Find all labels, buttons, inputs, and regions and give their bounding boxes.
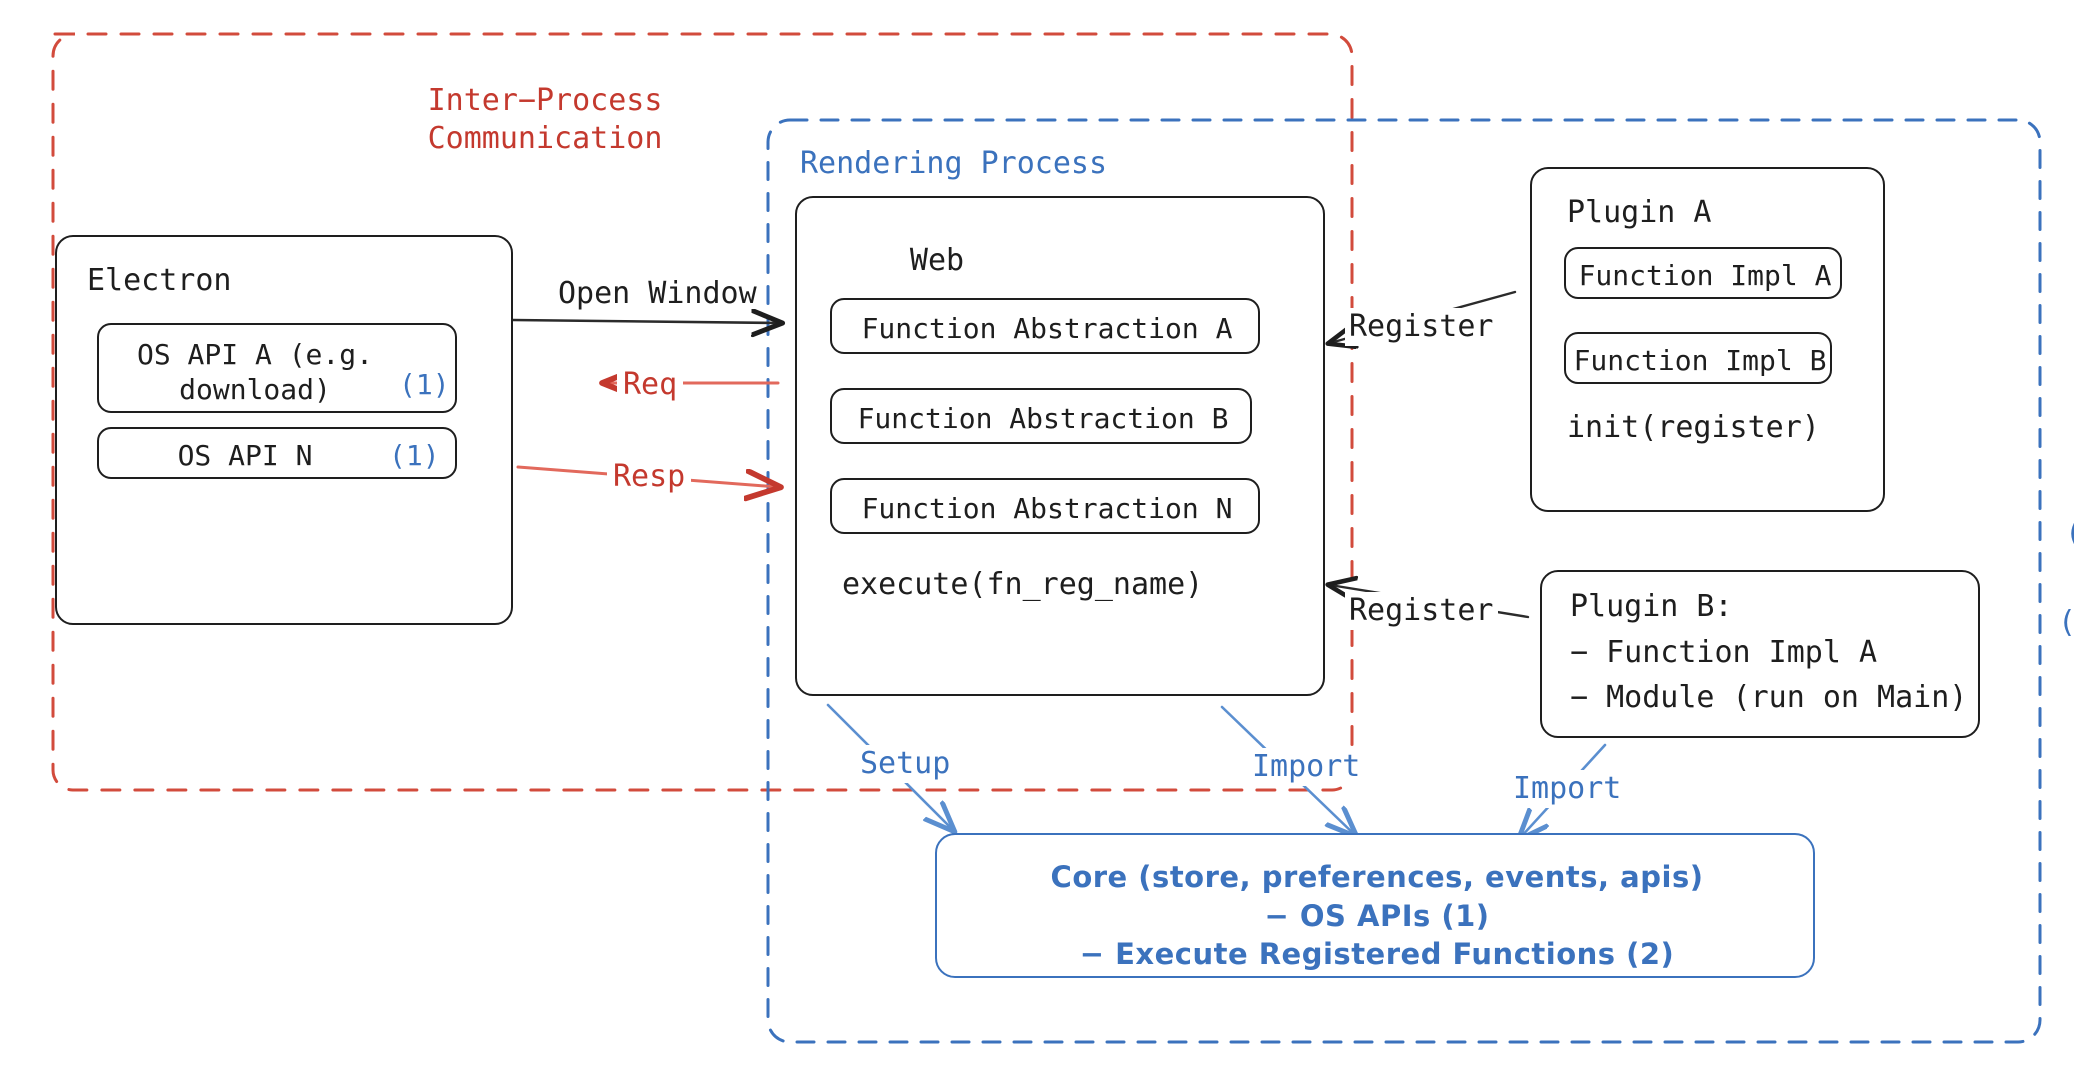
renderer-region-label: Rendering Process <box>800 146 1108 181</box>
electron-box[interactable]: Electron OS API A (e.g. download) (1) OS… <box>55 235 513 625</box>
plugin-a-box[interactable]: Plugin A Function Impl A Function Impl B… <box>1530 167 1885 512</box>
function-impl-b-label: Function Impl B <box>1573 344 1827 377</box>
web-execute-label: execute(fn_reg_name) <box>842 567 1204 602</box>
function-abstraction-a-badge: (2) <box>2065 515 2074 553</box>
function-abstraction-b-label: Function Abstraction B <box>857 402 1229 435</box>
edge-label-register-b: Register <box>1345 592 1498 630</box>
function-impl-b-box[interactable]: Function Impl B <box>1564 332 1832 384</box>
plugin-b-item-function-impl-a: − Function Impl A <box>1570 635 1878 670</box>
plugin-a-init-label: init(register) <box>1567 410 1820 445</box>
function-impl-a-box[interactable]: Function Impl A <box>1564 247 1842 299</box>
os-api-n-badge: (1) <box>389 439 440 472</box>
os-api-a-label: OS API A (e.g. download) <box>136 338 373 407</box>
edge-label-import-web: Import <box>1247 748 1366 786</box>
os-api-n-box[interactable]: OS API N (1) <box>97 427 457 479</box>
edge-label-import-plugin: Import <box>1508 770 1627 808</box>
function-abstraction-a-box[interactable]: Function Abstraction A <box>830 298 1260 354</box>
edge-label-resp: Resp <box>607 458 692 496</box>
function-abstraction-n-box[interactable]: Function Abstraction N <box>830 478 1260 534</box>
web-title: Web <box>909 243 965 278</box>
plugin-b-item-module: − Module (run on Main) <box>1570 680 1968 715</box>
function-abstraction-b-box[interactable]: Function Abstraction B <box>830 388 1252 444</box>
plugin-a-title: Plugin A <box>1567 195 1712 230</box>
ipc-region-label: Inter−Process Communication <box>427 83 663 156</box>
function-impl-a-label: Function Impl A <box>1578 259 1832 292</box>
os-api-n-label: OS API N <box>177 439 313 472</box>
electron-title: Electron <box>87 263 232 298</box>
core-line-os-apis: − OS APIs (1) <box>1264 898 1490 933</box>
function-abstraction-b-badge: (2) <box>2058 604 2074 642</box>
plugin-b-title: Plugin B: <box>1570 589 1733 624</box>
edge-open-window <box>511 320 780 323</box>
plugin-b-box[interactable]: Plugin B: − Function Impl A − Module (ru… <box>1540 570 1980 738</box>
function-abstraction-a-label: Function Abstraction A <box>861 312 1233 345</box>
os-api-a-box[interactable]: OS API A (e.g. download) (1) <box>97 323 457 413</box>
edge-label-open-window: Open Window <box>558 276 757 311</box>
core-line-execute: − Execute Registered Functions (2) <box>1079 937 1675 972</box>
edge-label-setup: Setup <box>855 745 956 783</box>
core-box[interactable]: Core (store, preferences, events, apis) … <box>935 833 1815 978</box>
edge-label-register-a: Register <box>1345 308 1498 346</box>
edge-label-req: Req <box>617 366 684 404</box>
web-box[interactable]: Web Function Abstraction A (2) Function … <box>795 196 2074 696</box>
function-abstraction-n-label: Function Abstraction N <box>861 492 1233 525</box>
core-line-title: Core (store, preferences, events, apis) <box>1050 860 1704 894</box>
os-api-a-badge: (1) <box>399 368 450 401</box>
